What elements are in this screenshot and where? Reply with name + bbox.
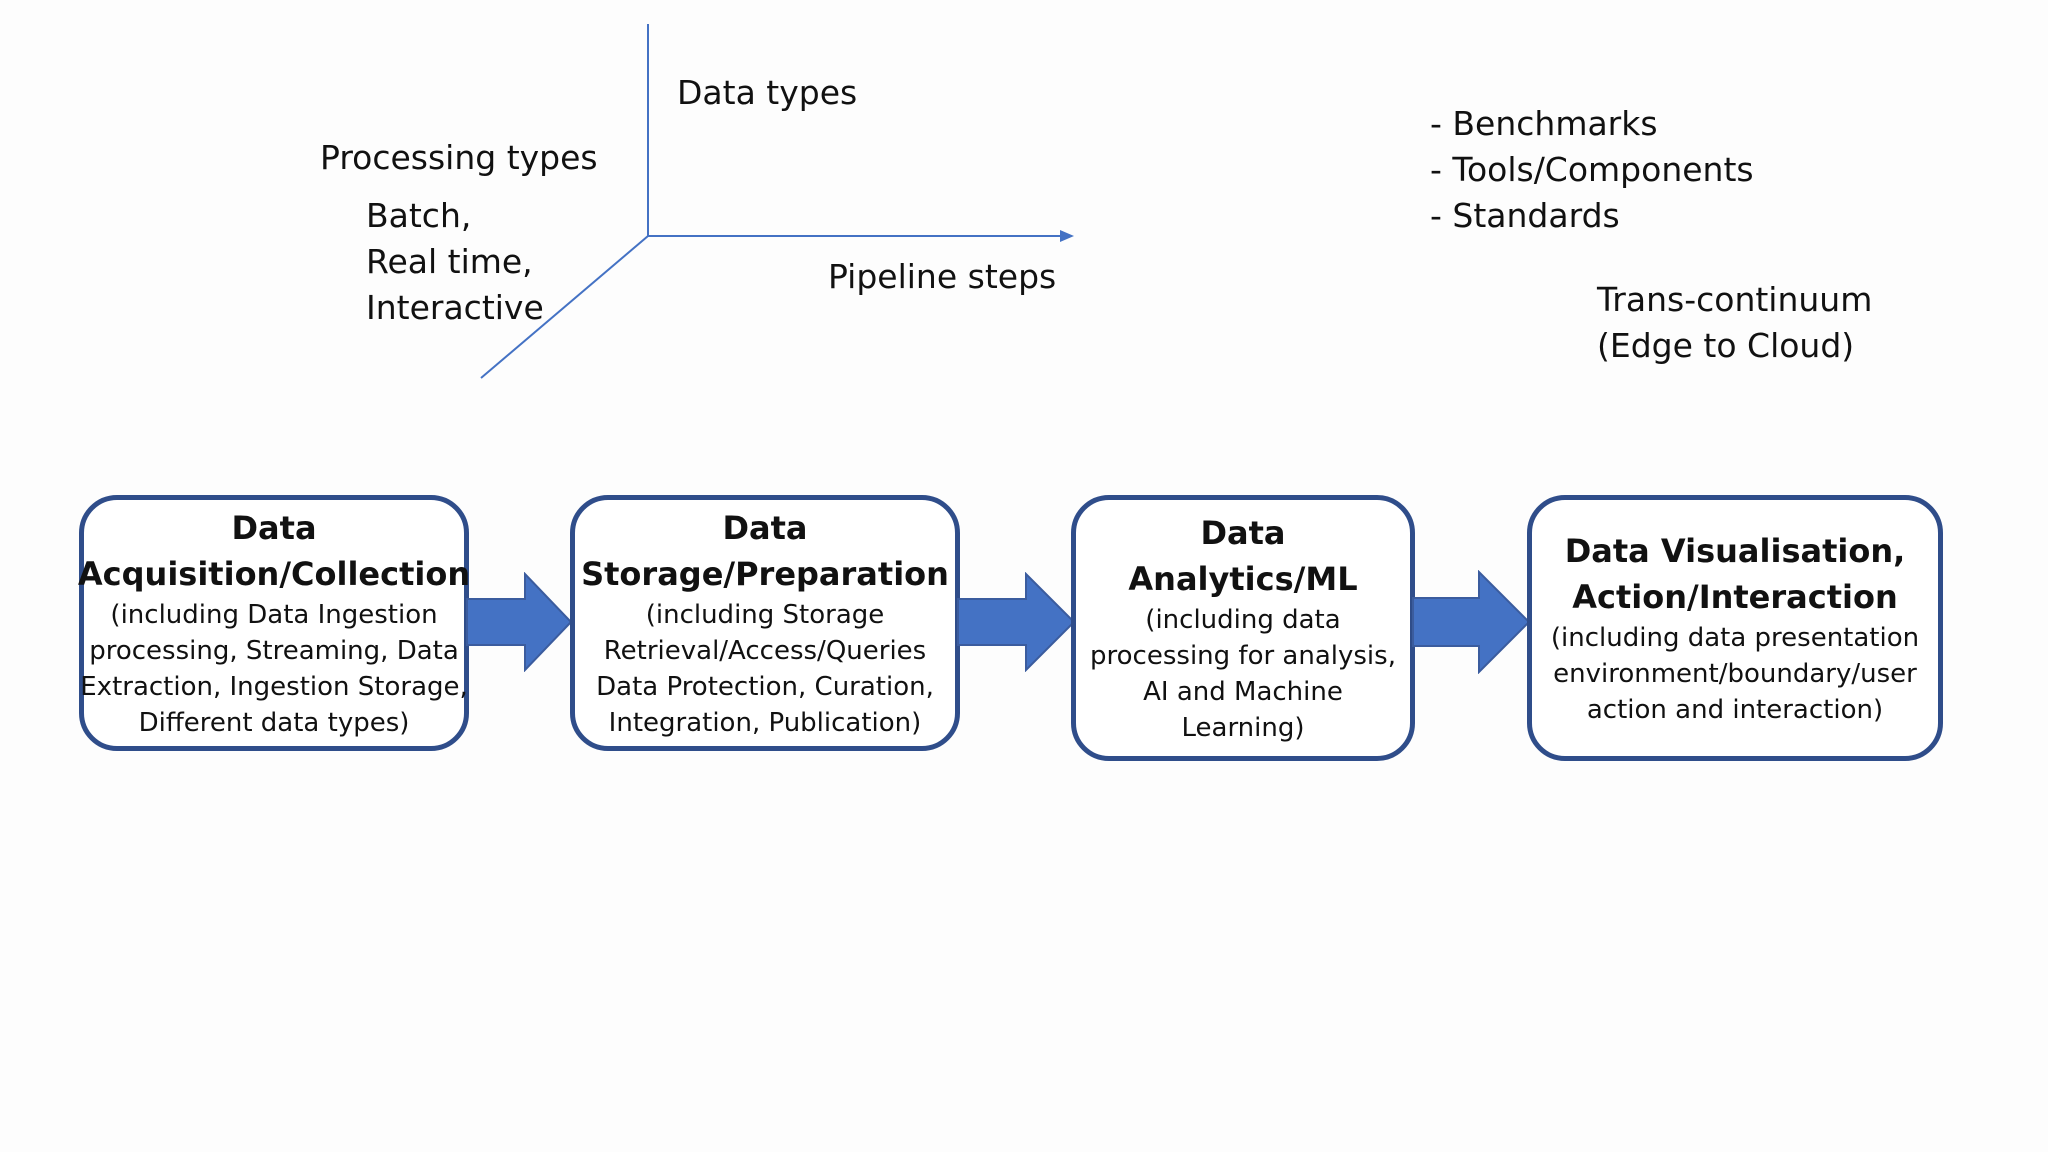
processing-type-batch: Batch,	[366, 196, 472, 235]
stage-title: Data Acquisition/Collection	[78, 505, 470, 597]
stage-title-line: Storage/Preparation	[581, 555, 949, 593]
continuum-range: (Edge to Cloud)	[1597, 326, 1855, 365]
stage-detail-line: (including Storage	[645, 600, 885, 630]
stage-detail-line: (including data	[1145, 605, 1341, 635]
stage-detail: (including data presentation environment…	[1551, 620, 1919, 728]
stage-detail-line: Data Protection, Curation,	[596, 672, 934, 702]
stage-title: Data Visualisation, Action/Interaction	[1565, 528, 1906, 620]
stage-detail-line: Learning)	[1181, 713, 1305, 743]
dimension-tools-components: - Tools/Components	[1430, 150, 1754, 189]
stage-storage-box: Data Storage/Preparation (including Stor…	[570, 495, 960, 751]
stage-title-line: Data Visualisation,	[1564, 532, 1906, 570]
stage-detail: (including data processing for analysis,…	[1090, 602, 1396, 746]
stage-title-line: Action/Interaction	[1572, 578, 1898, 616]
flow-arrow-1	[466, 572, 573, 672]
continuum-note: Trans-continuum (Edge to Cloud)	[1597, 277, 1872, 369]
stage-visualisation-box: Data Visualisation, Action/Interaction (…	[1527, 495, 1943, 761]
stage-title-line: Analytics/ML	[1128, 560, 1358, 598]
stage-detail-line: processing for analysis,	[1090, 641, 1396, 671]
stage-title-line: Data	[231, 509, 317, 547]
stage-detail: (including Storage Retrieval/Access/Quer…	[596, 597, 934, 741]
processing-type-real-time: Real time,	[366, 242, 533, 281]
processing-type-interactive: Interactive	[366, 288, 544, 327]
stage-detail-line: (including data presentation	[1550, 623, 1920, 653]
horizontal-axis-arrowhead	[1060, 230, 1074, 242]
flow-arrow-2	[957, 572, 1076, 672]
stage-title: Data Analytics/ML	[1128, 510, 1357, 602]
stage-title-line: Data	[722, 509, 808, 547]
dimensions-list: - Benchmarks - Tools/Components - Standa…	[1430, 101, 1754, 239]
stage-detail-line: Retrieval/Access/Queries	[603, 636, 927, 666]
stage-title-line: Acquisition/Collection	[77, 555, 471, 593]
stage-detail-line: processing, Streaming, Data	[89, 636, 459, 666]
stage-detail-line: action and interaction)	[1586, 695, 1884, 725]
stage-detail-line: Integration, Publication)	[608, 708, 922, 738]
stage-detail-line: Different data types)	[138, 708, 410, 738]
stage-title-line: Data	[1200, 514, 1286, 552]
diagonal-axis-line	[480, 235, 649, 379]
dimension-standards: - Standards	[1430, 196, 1620, 235]
stage-detail-line: AI and Machine	[1143, 677, 1343, 707]
stage-analytics-box: Data Analytics/ML (including data proces…	[1071, 495, 1415, 761]
processing-types-label: Processing types	[320, 138, 598, 177]
stage-title: Data Storage/Preparation	[581, 505, 949, 597]
stage-detail: (including Data Ingestion processing, St…	[80, 597, 468, 741]
continuum-title: Trans-continuum	[1597, 280, 1873, 319]
dimension-benchmarks: - Benchmarks	[1430, 104, 1658, 143]
stage-detail-line: (including Data Ingestion	[110, 600, 438, 630]
data-types-label: Data types	[677, 73, 858, 112]
processing-types-list: Batch, Real time, Interactive	[366, 193, 544, 331]
pipeline-steps-label: Pipeline steps	[828, 257, 1057, 296]
flow-arrow-3	[1412, 570, 1531, 674]
stage-detail-line: Extraction, Ingestion Storage,	[80, 672, 468, 702]
stage-detail-line: environment/boundary/user	[1553, 659, 1917, 689]
stage-acquisition-box: Data Acquisition/Collection (including D…	[78, 495, 470, 751]
